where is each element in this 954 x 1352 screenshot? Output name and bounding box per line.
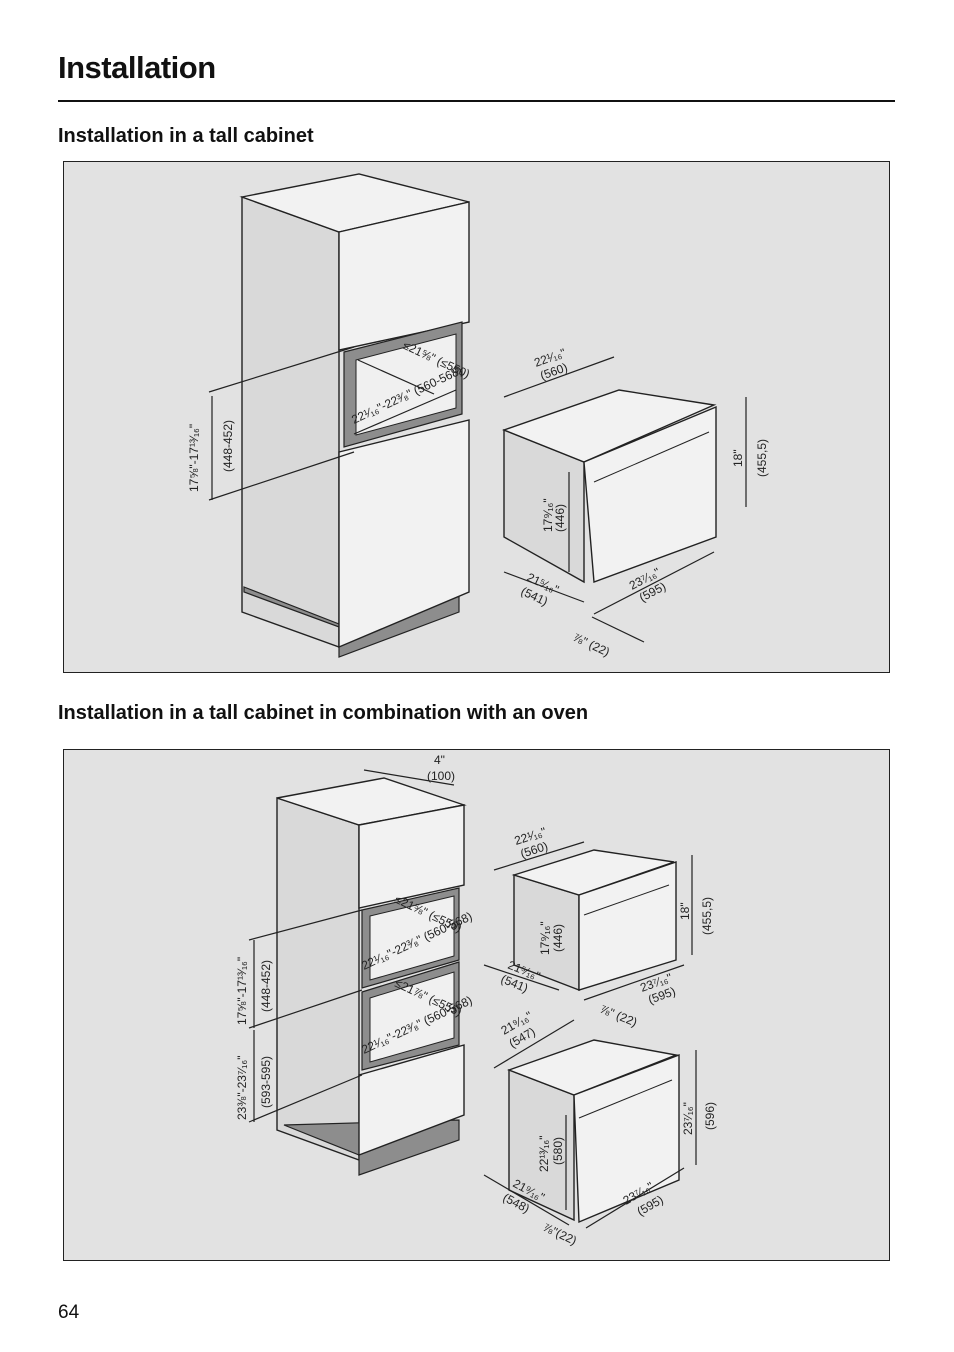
- appliance-b-top: [506, 1039, 679, 1096]
- appliance-top: [502, 389, 717, 463]
- b-body-height-mm-label: (580): [551, 1137, 565, 1165]
- appliance-b-front: [573, 1053, 680, 1224]
- upper-niche-back: [369, 895, 455, 981]
- section-heading-tall-cabinet: Installation in a tall cabinet: [58, 125, 314, 147]
- dimension-line-niche-depth: [353, 389, 457, 435]
- extension-line-top: [208, 346, 355, 393]
- a-front-height-in-label: 18": [678, 902, 692, 920]
- a-body-height-in-label: 17⁹⁄₁₆": [538, 921, 552, 955]
- cabinet-side: [241, 196, 340, 648]
- oven-niche-height-mm-label: (593-595): [259, 1056, 273, 1108]
- niche-height-in-label: 17⅝"-17¹³⁄₁₆": [187, 424, 201, 492]
- page-title: Installation: [58, 50, 216, 85]
- body-height-in-label: 17⁹⁄₁₆": [541, 498, 555, 532]
- lower-door: [358, 1044, 465, 1157]
- appliance-a-front: [578, 861, 677, 991]
- dimension-line-b-body-width: [483, 1174, 570, 1226]
- upper-door: [338, 201, 470, 351]
- a-body-height-mm-label: (446): [551, 924, 565, 952]
- niche-back: [355, 333, 457, 436]
- dimension-line-b-depth: [493, 1019, 575, 1069]
- top-depth-in-label: 4": [434, 753, 445, 767]
- panel-label: ⅞" (22): [571, 630, 612, 659]
- title-rule: [58, 100, 895, 102]
- dimension-line-top-depth: [363, 769, 455, 786]
- niche-height-mm-label: (448-452): [259, 960, 273, 1012]
- lower-niche-back: [369, 971, 455, 1063]
- installation-diagram-tall-cabinet: ≤21⅝" (≤550) 22¹⁄₁₆"-22³⁄₈" (560-568) 17…: [187, 173, 769, 659]
- extension-line-3: [248, 1074, 363, 1123]
- lower-door: [338, 419, 470, 649]
- dimension-line-appliance-depth: [503, 356, 615, 398]
- dimension-line-front-width: [593, 551, 715, 615]
- section-heading-combination: Installation in a tall cabinet in combin…: [58, 702, 589, 724]
- b-panel-label: ⅞"(22): [541, 1220, 579, 1248]
- niche-height-in-label: 17⅝"-17¹³⁄₁₆": [235, 957, 249, 1025]
- b-front-height-mm-label: (596): [703, 1102, 717, 1130]
- extension-line-1: [248, 909, 363, 941]
- a-front-height-mm-label: (455,5): [700, 897, 714, 935]
- dimension-line-a-body-width: [483, 964, 560, 991]
- appliance-b-handle: [578, 1079, 673, 1119]
- a-panel-label: ⅞" (22): [598, 1002, 639, 1030]
- b-front-height-in-label: 23⁷⁄₁₆": [681, 1102, 695, 1135]
- dimension-line-a-depth: [493, 841, 585, 871]
- b-body-height-in-label: 22¹³⁄₁₆": [537, 1136, 551, 1173]
- appliance-front: [583, 405, 717, 583]
- installation-diagram-combination: 4" (100) ≤21⅝" (≤550) 22¹⁄₁₆"-22³⁄₈" (56…: [235, 753, 717, 1248]
- dimension-line-panel: [591, 616, 645, 643]
- upper-door: [358, 804, 465, 909]
- niche-height-mm-label: (448-452): [221, 420, 235, 472]
- extension-line-2: [248, 989, 363, 1029]
- figure-tall-cabinet: ≤21⅝" (≤550) 22¹⁄₁₆"-22³⁄₈" (560-568) 17…: [63, 161, 890, 673]
- extension-line-bottom: [208, 451, 355, 501]
- appliance-a-handle: [583, 884, 670, 916]
- dimension-line-a-front-width: [583, 964, 685, 1001]
- oven-niche-height-in-label: 23⅜"-23⁷⁄₁₆": [235, 1056, 249, 1120]
- dimension-line-niche-width: [357, 359, 435, 395]
- appliance-handle: [593, 431, 710, 483]
- front-height-mm-label: (455,5): [755, 439, 769, 477]
- dimension-line-b-front-width: [585, 1167, 685, 1229]
- front-height-in-label: 18": [731, 449, 745, 467]
- top-depth-mm-label: (100): [427, 769, 455, 783]
- dimension-line-body-width: [503, 571, 585, 603]
- figure-combination-oven: 4" (100) ≤21⅝" (≤550) 22¹⁄₁₆"-22³⁄₈" (56…: [63, 749, 890, 1261]
- body-height-mm-label: (446): [553, 504, 567, 532]
- page-number: 64: [58, 1302, 80, 1323]
